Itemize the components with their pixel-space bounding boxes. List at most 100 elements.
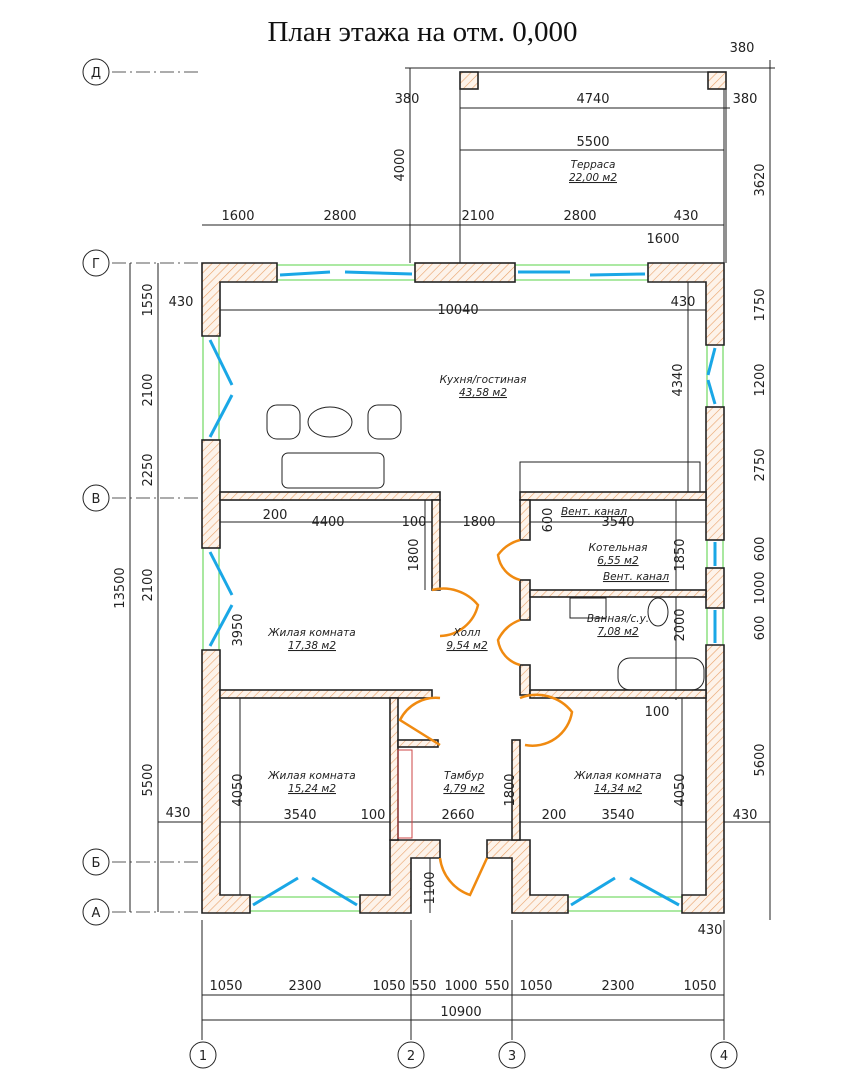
windows xyxy=(202,264,724,912)
dimension-label: 1800 xyxy=(407,538,422,571)
walls xyxy=(201,262,725,914)
axis-bubble xyxy=(498,1041,526,1069)
dimension-label: 2800 xyxy=(563,209,596,224)
dimension-label: 5600 xyxy=(753,743,768,776)
dimension-label: 1800 xyxy=(503,773,518,806)
dimension-label: 430 xyxy=(698,923,723,938)
room-name: Жилая комната xyxy=(573,770,661,782)
axis-bubble xyxy=(82,249,110,277)
dimension-label: 380 xyxy=(733,92,758,107)
axis-bubble xyxy=(82,848,110,876)
axis-row-label: Д xyxy=(91,66,101,81)
dimension-label: 2660 xyxy=(441,808,474,823)
dimension-label: 1750 xyxy=(753,288,768,321)
dimension-label: 4050 xyxy=(231,773,246,806)
room-name: Кухня/гостиная xyxy=(440,374,527,386)
dimension-label: 3620 xyxy=(753,163,768,196)
room-area: 15,24 м2 xyxy=(288,783,336,795)
dimension-label: 1000 xyxy=(753,571,768,604)
dimension-label: 1000 xyxy=(444,979,477,994)
room-area: 4,79 м2 xyxy=(443,783,485,795)
dimension-label: 1050 xyxy=(519,979,552,994)
dimension-label: 550 xyxy=(485,979,510,994)
dimension-label: 100 xyxy=(645,705,670,720)
dimension-label: 1050 xyxy=(372,979,405,994)
dimension-label: 4340 xyxy=(671,363,686,396)
room-area: 9,54 м2 xyxy=(446,640,488,652)
drawing-title: План этажа на отм. 0,000 xyxy=(267,16,578,48)
dimension-label: 4400 xyxy=(311,515,344,530)
dimension-label: 1050 xyxy=(683,979,716,994)
dimension-label: 430 xyxy=(169,295,194,310)
vent-duct-note: Вент. канал xyxy=(561,506,627,518)
terrace xyxy=(459,71,727,263)
dimension-label: 2800 xyxy=(323,209,356,224)
kitchen-counter xyxy=(519,461,701,493)
dimension-label: 600 xyxy=(541,508,556,533)
dimension-label: 600 xyxy=(753,616,768,641)
axis-row-label: В xyxy=(92,492,101,507)
axis-bubble xyxy=(397,1041,425,1069)
dimension-label: 4740 xyxy=(576,92,609,107)
dimension-label: 5500 xyxy=(576,135,609,150)
axis-bubble xyxy=(82,898,110,926)
dimension-label: 2000 xyxy=(673,608,688,641)
dimension-label: 200 xyxy=(263,508,288,523)
axis-row-label: Б xyxy=(92,856,101,871)
axis-row-label: А xyxy=(92,906,101,921)
vent-duct-note: Вент. канал xyxy=(603,571,669,583)
dimension-label: 4000 xyxy=(393,148,408,181)
dimension-label: 100 xyxy=(361,808,386,823)
dimension-label: 3540 xyxy=(601,515,634,530)
dimension-label: 13500 xyxy=(113,567,128,608)
room-name: Жилая комната xyxy=(267,770,355,782)
axis-column-label: 2 xyxy=(407,1049,415,1064)
axis-bubble xyxy=(710,1041,738,1069)
room-area: 43,58 м2 xyxy=(459,387,507,399)
dimension-label: 430 xyxy=(166,806,191,821)
dimension-label: 1100 xyxy=(423,871,438,904)
dimension-label: 3950 xyxy=(231,613,246,646)
toilet xyxy=(647,597,669,627)
dimension-label: 10900 xyxy=(440,1005,481,1020)
dimension-label: 2250 xyxy=(141,453,156,486)
dimension-label: 1200 xyxy=(753,363,768,396)
bathtub xyxy=(617,657,705,691)
dimension-label: 550 xyxy=(412,979,437,994)
dimension-label: 4050 xyxy=(673,773,688,806)
axis-bubble xyxy=(82,58,110,86)
dimension-label: 1600 xyxy=(221,209,254,224)
armchair-right xyxy=(367,404,402,440)
dimension-label: 2100 xyxy=(461,209,494,224)
sink xyxy=(569,597,607,619)
room-area: 22,00 м2 xyxy=(569,172,617,184)
dimension-label: 1550 xyxy=(141,283,156,316)
room-name: Холл xyxy=(452,627,480,639)
dimension-label: 200 xyxy=(542,808,567,823)
dimension-label: 1600 xyxy=(646,232,679,247)
axis-column-label: 3 xyxy=(508,1049,516,1064)
dimension-label: 1800 xyxy=(462,515,495,530)
room-name: Тамбур xyxy=(444,770,484,782)
room-name: Жилая комната xyxy=(267,627,355,639)
dimension-label: 430 xyxy=(674,209,699,224)
armchair-left xyxy=(266,404,301,440)
axis-lines xyxy=(112,71,200,913)
room-name: Ванная/с.у. xyxy=(587,613,649,625)
room-area: 7,08 м2 xyxy=(597,626,639,638)
room-area: 6,55 м2 xyxy=(597,555,639,567)
dimension-label: 430 xyxy=(671,295,696,310)
wardrobe xyxy=(397,749,413,839)
dimension-label: 3540 xyxy=(601,808,634,823)
dimension-label: 5500 xyxy=(141,763,156,796)
sofa xyxy=(281,452,385,489)
dimension-label: 1050 xyxy=(209,979,242,994)
dimension-label: 2100 xyxy=(141,568,156,601)
dimension-label: 380 xyxy=(395,92,420,107)
dimension-label: 1850 xyxy=(673,538,688,571)
room-name: Терраса xyxy=(571,159,616,171)
dimension-label: 380 xyxy=(730,41,755,56)
dimension-label: 600 xyxy=(753,537,768,562)
dimension-label: 430 xyxy=(733,808,758,823)
dimension-label: 3540 xyxy=(283,808,316,823)
